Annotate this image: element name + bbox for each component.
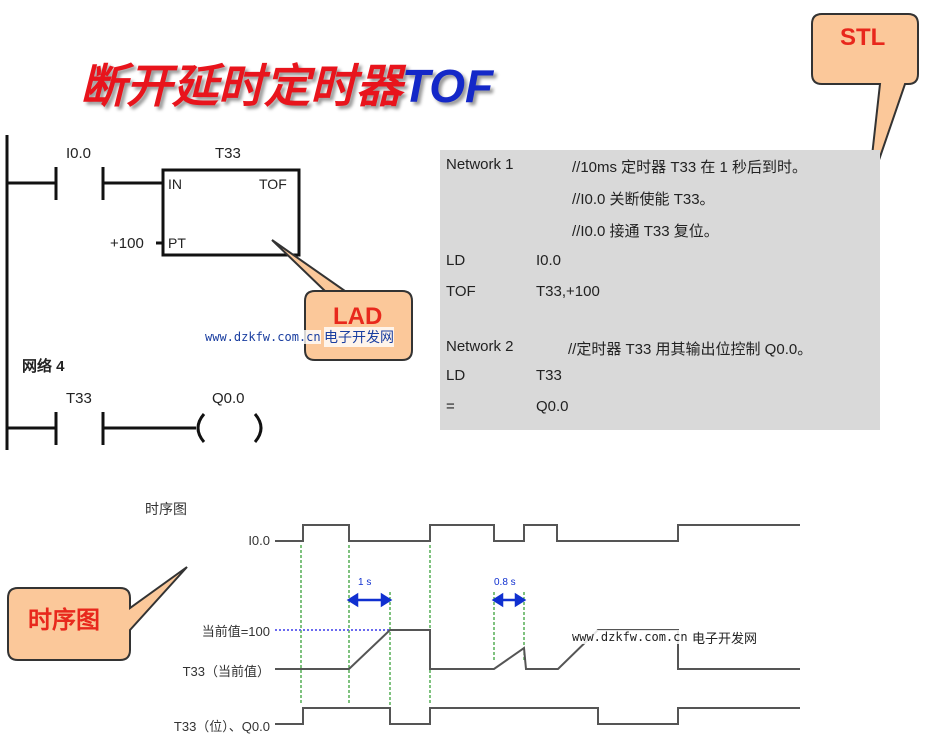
stl-callout-shape (811, 13, 919, 193)
contact-i00-label: I0.0 (66, 145, 92, 162)
duration-1s: 1 s (358, 577, 372, 588)
title-suffix: TOF (402, 60, 494, 112)
i00-waveform (275, 524, 800, 542)
stl-op: LD (446, 252, 466, 269)
stl-panel: Network 1 //10ms 定时器 T33 在 1 秒后到时。 //I0.… (440, 150, 880, 430)
watermark-name: 电子开发网 (324, 327, 394, 347)
network-4-label: 网络 4 (22, 358, 65, 375)
timer-in-pin: IN (168, 176, 182, 192)
slide-title: 断开延时定时器TOF (80, 50, 493, 116)
timing-guides (300, 545, 525, 725)
stl-operand: T33,+100 (536, 283, 600, 300)
t33-current-label: T33（当前值） (182, 664, 270, 679)
watermark-url: www.dzkfw.com.cn (205, 330, 321, 344)
t33-bit-waveform (275, 707, 800, 725)
stl-op: LD (446, 367, 466, 384)
stl-comment: //定时器 T33 用其输出位控制 Q0.0。 (568, 341, 813, 358)
duration-0-8s: 0.8 s (494, 577, 516, 588)
stl-operand: T33 (536, 367, 562, 384)
stl-network-2: Network 2 (446, 338, 514, 355)
stl-comment: //I0.0 关断使能 T33。 (572, 191, 715, 208)
timer-label: T33 (215, 145, 241, 162)
coil-q00-label: Q0.0 (212, 390, 245, 407)
lad-callout: LAD (333, 303, 383, 330)
timer-pt-pin: PT (168, 235, 186, 251)
contact-t33-label: T33 (66, 390, 92, 407)
watermark-name-2: 电子开发网 (692, 632, 758, 647)
title-main: 断开延时定时器 (80, 59, 402, 113)
stl-operand: I0.0 (536, 252, 562, 269)
ladder-network-4 (7, 412, 263, 445)
preset-label: 当前值=100 (201, 624, 270, 639)
duration-arrows (346, 592, 527, 608)
stl-network-1: Network 1 (446, 156, 514, 173)
stl-op: TOF (446, 283, 476, 300)
ladder-network-1 (5, 135, 301, 450)
stl-comment: //I0.0 接通 T33 复位。 (572, 223, 719, 240)
preset-value: +100 (110, 235, 144, 252)
stl-comment: //10ms 定时器 T33 在 1 秒后到时。 (572, 159, 808, 176)
timing-callout-shape (7, 566, 188, 661)
i00-signal-label: I0.0 (248, 533, 270, 548)
timer-type: TOF (259, 176, 287, 192)
stl-operand: Q0.0 (536, 398, 569, 415)
t33-bit-label: T33（位）、Q0.0 (173, 719, 270, 734)
stl-callout: STL (840, 24, 886, 51)
stl-op: = (446, 398, 455, 415)
timing-heading: 时序图 (145, 501, 187, 517)
timing-callout: 时序图 (28, 606, 100, 634)
watermark-url-2: www.dzkfw.com.cn (572, 630, 688, 644)
